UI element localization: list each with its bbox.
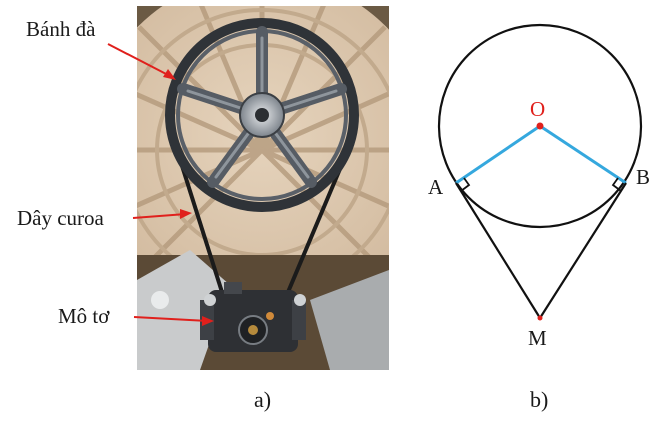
- washing-machine-photo: [137, 6, 389, 370]
- motor: [200, 282, 306, 352]
- right-angle-b: [611, 177, 622, 192]
- tangent-mb: [539, 182, 627, 319]
- arrowhead-motor: [202, 316, 214, 326]
- geometry-panel: O A B M b): [428, 23, 650, 412]
- label-belt: Dây curoa: [17, 206, 105, 230]
- point-m: [537, 315, 543, 321]
- arrow-motor: [133, 316, 209, 322]
- circle-o: [437, 23, 643, 229]
- tangent-ma: [455, 182, 541, 319]
- label-m: M: [528, 326, 547, 350]
- point-o: [536, 122, 544, 130]
- arrow-belt: [132, 213, 187, 219]
- label-motor: Mô tơ: [58, 304, 110, 328]
- label-b: B: [636, 165, 650, 189]
- arrowhead-flywheel: [163, 69, 176, 80]
- arrowhead-belt: [180, 209, 192, 219]
- label-flywheel: Bánh đà: [26, 17, 96, 41]
- label-o: O: [530, 97, 545, 121]
- photo-panel: Bánh đà Dây curoa Mô tơ a): [17, 6, 389, 412]
- arrow-flywheel: [107, 43, 171, 77]
- caption-b: b): [530, 387, 548, 412]
- radius-ob: [539, 124, 627, 185]
- label-a: A: [428, 175, 444, 199]
- radius-oa: [455, 124, 541, 185]
- right-angle-a: [460, 177, 471, 192]
- flywheel: [165, 18, 359, 212]
- caption-a: a): [254, 387, 271, 412]
